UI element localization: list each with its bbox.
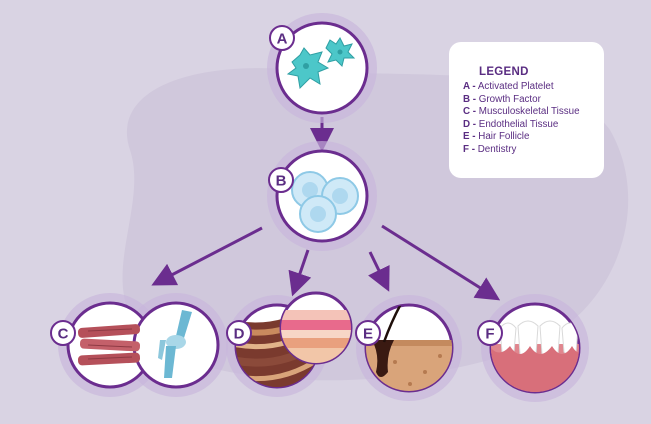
legend-label: Growth Factor — [478, 93, 541, 105]
node-musculoskeletal-tissue: C — [50, 293, 228, 397]
legend-label: Endothelial Tissue — [478, 118, 559, 130]
legend-key: F - — [463, 143, 475, 155]
label-b: B — [276, 173, 287, 190]
follicle-bulb — [372, 340, 394, 377]
growth-factor-cells — [291, 171, 359, 233]
legend-key: B - — [463, 93, 477, 105]
node-endothelial-tissue: D — [226, 291, 353, 397]
label-f: F — [485, 326, 494, 343]
legend-item: F - Dentistry — [463, 144, 594, 157]
node-activated-platelet: A — [267, 13, 377, 123]
node-dentistry: F — [477, 294, 589, 402]
node-hair-follicle: E — [355, 295, 462, 401]
legend-item: D - Endothelial Tissue — [463, 119, 594, 132]
label-e: E — [363, 326, 373, 343]
legend-key: C - — [463, 106, 477, 117]
legend-panel: LEGEND A - Activated Platelet B - Growth… — [449, 42, 604, 178]
arrow-b-to-e — [367, 251, 390, 292]
badge-d — [226, 320, 252, 346]
muscle-fibers — [77, 324, 141, 366]
badge-b — [268, 167, 294, 193]
legend-item: A - Activated Platelet — [463, 81, 594, 94]
legend-title: LEGEND — [479, 66, 529, 78]
badge-e — [355, 320, 381, 346]
arrow-b-to-c — [151, 226, 263, 286]
legend-label: Dentistry — [477, 143, 517, 155]
legend-item: E - Hair Follicle — [463, 131, 594, 144]
badge-f — [477, 320, 503, 346]
node-growth-factor: B — [267, 141, 377, 251]
legend-label: Musculoskeletal Tissue — [478, 106, 580, 117]
legend-key: A - — [463, 81, 476, 92]
legend-key: D - — [463, 118, 477, 130]
badge-a — [269, 25, 295, 51]
badge-c — [50, 320, 76, 346]
platelet-illustration — [286, 37, 356, 90]
knee-bone — [158, 310, 192, 378]
legend-item: C - Musculoskeletal Tissue — [463, 106, 594, 119]
legend-key: E - — [463, 131, 476, 142]
label-d: D — [234, 326, 245, 343]
arrow-b-to-f — [381, 224, 501, 301]
label-a: A — [277, 31, 288, 48]
legend-item: B - Growth Factor — [463, 94, 594, 107]
teeth-and-gums — [491, 320, 579, 392]
label-c: C — [58, 326, 69, 343]
arrow-b-to-d — [288, 249, 312, 297]
legend-label: Hair Follicle — [478, 131, 530, 142]
legend-label: Activated Platelet — [477, 81, 554, 92]
